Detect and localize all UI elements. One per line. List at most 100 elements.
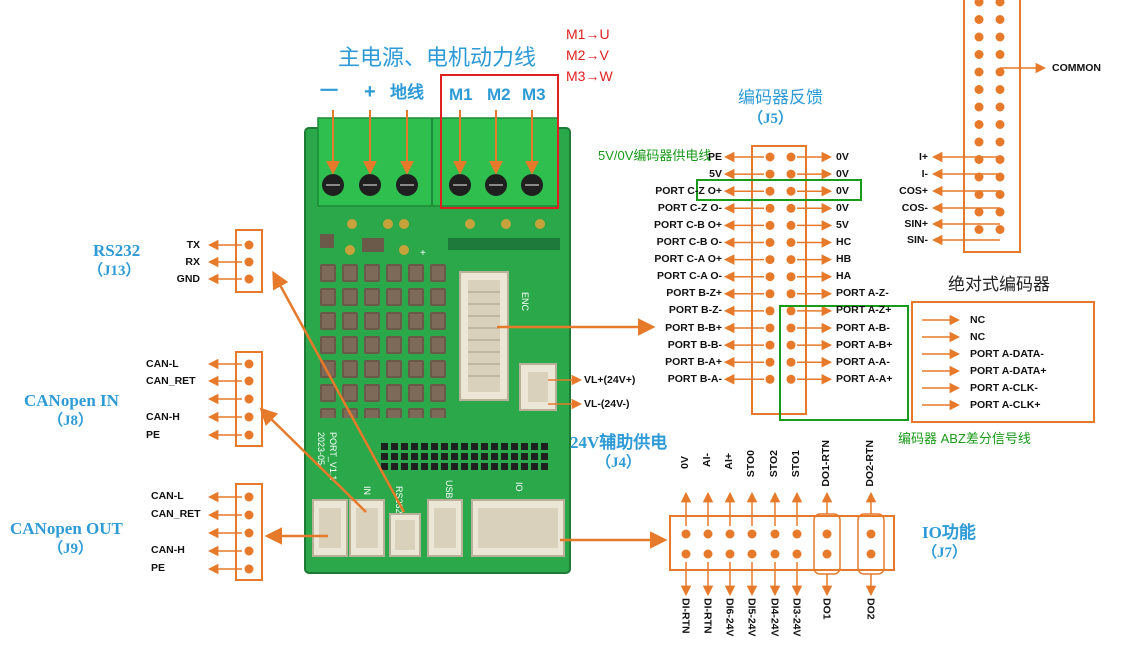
- resolver-pin: SIN-: [907, 233, 928, 246]
- motor-map-u: M1→U: [566, 26, 610, 42]
- canopen-in-pin: CAN-H: [146, 411, 180, 423]
- resolver-pin-dot: [995, 102, 1005, 112]
- io-header: [669, 515, 895, 571]
- pcb-usb-label: USB: [444, 480, 454, 499]
- encoder-id: （J5）: [748, 111, 794, 127]
- resolver-pin-dot: [974, 102, 984, 112]
- io-pin-dot: [703, 529, 713, 539]
- io-id: （J7）: [922, 545, 968, 561]
- io-top-pin: STO0: [745, 450, 757, 478]
- canopen-out-id: （J9）: [48, 541, 94, 557]
- encoder-right-pin: 0V: [836, 201, 849, 214]
- pointer-arrows: [259, 270, 668, 549]
- io-pin-dot: [725, 529, 735, 539]
- io-bottom-pin: DI3-24V: [790, 598, 803, 637]
- pcb-in-label: IN: [362, 486, 372, 495]
- io-pin-dot: [681, 529, 691, 539]
- io-pin-dot: [822, 529, 832, 539]
- aux-power-arrows: [548, 374, 583, 410]
- pcb-enc-label: ENC: [520, 292, 530, 312]
- io-pin-dot: [725, 549, 735, 559]
- io-bottom-pin: DI6-24V: [723, 598, 736, 637]
- encoder-pin-dot: [765, 203, 775, 213]
- io-pin-dot: [866, 529, 876, 539]
- io-bottom-pin: DI-RTN: [679, 598, 692, 634]
- resolver-pin-dot: [995, 225, 1005, 234]
- encoder-pin-dot: [765, 357, 775, 367]
- encoder-supply-note: 5V/0V编码器供电线: [598, 148, 712, 163]
- io-top-pin: DO1-RTN: [820, 440, 832, 487]
- resolver-arrows: [931, 62, 1047, 246]
- encoder-connector: [459, 271, 509, 401]
- resolver-pin-dot: [995, 67, 1005, 77]
- encoder-pin-dot: [786, 272, 796, 282]
- absolute-encoder-pin: PORT A-DATA-: [970, 347, 1044, 360]
- absolute-encoder-box: [911, 301, 1095, 423]
- encoder-left-pin: PORT C-A O-: [657, 270, 722, 283]
- aux-power-id: （J4）: [596, 455, 642, 471]
- io-pin-dot: [747, 549, 757, 559]
- resolver-pin-dot: [974, 0, 984, 7]
- encoder-pin-dot: [765, 374, 775, 384]
- absolute-encoder-pin: PORT A-CLK+: [970, 398, 1041, 411]
- m3-label: M3: [522, 85, 546, 104]
- power-arrows: [326, 110, 539, 175]
- resolver-pin-dot: [995, 85, 1005, 94]
- io-top-pin: STO1: [790, 450, 802, 478]
- encoder-pin-dot: [786, 323, 796, 333]
- encoder-right-pin: PORT A-B+: [836, 338, 893, 351]
- io-pin-dot: [770, 549, 780, 559]
- m2-label: M2: [487, 85, 511, 104]
- encoder-pin-dot: [786, 186, 796, 196]
- ground-label: 地线: [390, 83, 424, 102]
- encoder-pin-dot: [765, 289, 775, 299]
- resolver-header: [963, 0, 1021, 253]
- canopen-out-pin: CAN_RET: [151, 508, 201, 520]
- vl-minus-label: VL-(24V-): [584, 398, 630, 410]
- pcb-io-label: IO: [514, 482, 524, 492]
- resolver-pin-dot: [974, 67, 984, 77]
- abz-highlight-box: [779, 305, 909, 421]
- encoder-right-pin: PORT A-Z+: [836, 304, 892, 317]
- io-top-pin: DO2-RTN: [864, 440, 876, 487]
- encoder-pin-dot: [765, 255, 775, 265]
- encoder-pin-dot: [765, 169, 775, 179]
- absolute-encoder-pin: NC: [970, 313, 986, 326]
- encoder-pin-dot: [765, 186, 775, 196]
- encoder-right-pin: 0V: [836, 184, 849, 197]
- encoder-pin-dot: [786, 238, 796, 247]
- canopen-in-pin: CAN_RET: [146, 375, 196, 387]
- resolver-common-label: COMMON: [1052, 63, 1101, 74]
- io-top-pin: 0V: [679, 456, 691, 469]
- encoder-left-pin: PORT C-Z O-: [657, 201, 722, 214]
- resolver-pin-dot: [995, 207, 1005, 217]
- encoder-pin-dot: [786, 203, 796, 213]
- power-plus-label: +: [364, 81, 376, 103]
- power-terminal-block: [317, 117, 559, 207]
- resolver-pin-dot: [995, 137, 1005, 147]
- encoder-left-pin: PORT C-A O+: [654, 253, 722, 266]
- pcb-date-label: 2023-05-: [316, 432, 326, 468]
- encoder-left-pin: PORT B-Z-: [668, 304, 722, 317]
- resolver-pin-dot: [974, 50, 984, 59]
- io-pin-dot: [822, 549, 832, 559]
- io-pin-dot: [792, 529, 802, 539]
- encoder-left-pin: PE: [707, 150, 722, 163]
- canopen-out-title: CANopen OUT: [10, 519, 123, 538]
- encoder-left-pin: PORT B-A+: [665, 355, 722, 368]
- resolver-pin-dot: [974, 32, 984, 42]
- io-top-pin: AI-: [701, 453, 713, 467]
- encoder-right-pin: 0V: [836, 167, 849, 180]
- io-pin-dot: [866, 549, 876, 559]
- resolver-pin-dot: [995, 32, 1005, 42]
- resolver-pin-dot: [995, 190, 1005, 199]
- encoder-left-pin: 5V: [709, 167, 722, 180]
- resolver-pin-dot: [974, 120, 984, 129]
- resolver-pin-dot: [974, 15, 984, 24]
- resolver-pin-dot: [974, 190, 984, 199]
- resolver-pin: I+: [918, 150, 928, 163]
- power-title: 主电源、电机动力线: [338, 45, 537, 70]
- encoder-pin-dot: [765, 272, 775, 282]
- canopen-in-id: （J8）: [48, 413, 94, 429]
- resolver-pin-dot: [995, 0, 1005, 7]
